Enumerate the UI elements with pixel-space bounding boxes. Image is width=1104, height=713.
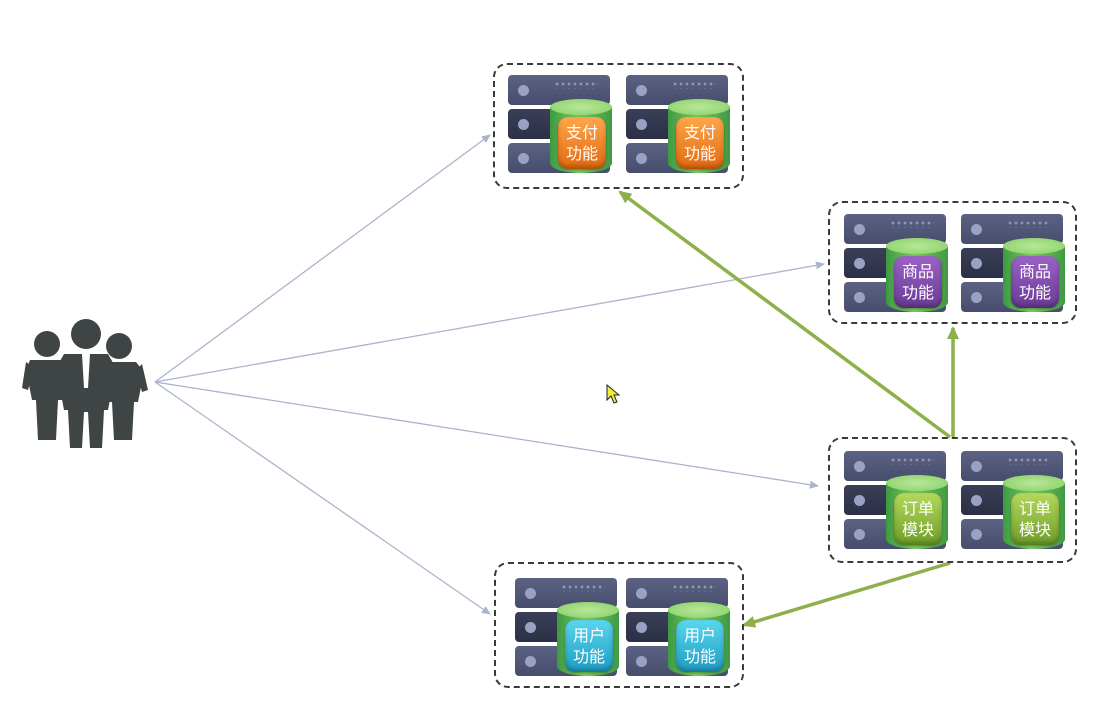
database-icon: 订单 模块: [1003, 475, 1065, 555]
user-function-label: 用户 功能: [676, 620, 724, 672]
cursor-icon: [606, 384, 621, 404]
database-icon: 支付 功能: [550, 99, 612, 179]
request-line-order: [154, 381, 819, 489]
database-icon: 支付 功能: [668, 99, 730, 179]
product-server-1: 商品 功能: [844, 214, 948, 314]
user-cluster: 用户 功能 用户 功能: [494, 562, 744, 688]
request-line-payment: [154, 134, 491, 383]
database-icon: 商品 功能: [886, 238, 948, 318]
payment-server-1: 支付 功能: [508, 75, 612, 175]
order-server-1: 订单 模块: [844, 451, 948, 551]
request-line-user: [154, 381, 491, 615]
product-function-label: 商品 功能: [1011, 256, 1059, 308]
payment-function-label: 支付 功能: [676, 117, 724, 169]
order-server-2: 订单 模块: [961, 451, 1065, 551]
order-module-label: 订单 模块: [894, 493, 942, 545]
database-icon: 用户 功能: [668, 602, 730, 682]
payment-cluster: 支付 功能 支付 功能: [493, 63, 744, 189]
order-to-payment-line: [618, 190, 952, 439]
database-icon: 商品 功能: [1003, 238, 1065, 318]
product-function-label: 商品 功能: [894, 256, 942, 308]
order-module-label: 订单 模块: [1011, 493, 1059, 545]
product-cluster: 商品 功能 商品 功能: [828, 201, 1077, 324]
database-icon: 用户 功能: [557, 602, 619, 682]
payment-server-2: 支付 功能: [626, 75, 730, 175]
order-cluster: 订单 模块 订单 模块: [828, 437, 1077, 563]
user-server-1: 用户 功能: [515, 578, 619, 678]
user-function-label: 用户 功能: [565, 620, 613, 672]
order-to-user-line: [742, 561, 951, 628]
users-icon: [22, 319, 148, 448]
database-icon: 订单 模块: [886, 475, 948, 555]
payment-function-label: 支付 功能: [558, 117, 606, 169]
user-server-2: 用户 功能: [626, 578, 730, 678]
product-server-2: 商品 功能: [961, 214, 1065, 314]
request-line-product: [154, 261, 825, 383]
